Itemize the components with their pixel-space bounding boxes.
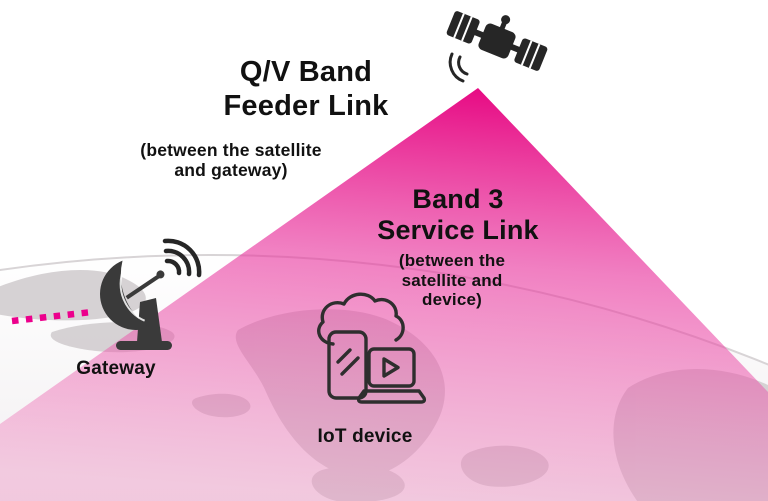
satellite-icon [446,11,548,83]
feeder-link-title: Q/V Band Feeder Link [224,56,389,123]
cloud-icon [317,292,405,346]
service-link-subtitle-line2: satellite and [401,270,503,290]
iot-device-label: IoT device [317,426,413,447]
laptop-screen-icon [367,347,416,388]
service-link-title-line1: Band 3 [412,184,504,214]
service-link-title-line2: Service Link [377,215,539,246]
feeder-link-subtitle-line2: and gateway) [174,160,288,181]
gateway-label: Gateway [76,358,156,379]
feeder-link-subtitle: (between the satellite and gateway) [140,140,321,181]
feeder-link-subtitle-line1: (between the satellite [140,140,322,160]
phone-icon [327,330,368,400]
feeder-link-title-line1: Q/V Band [239,56,373,88]
cloud-phone-laptop-icon [317,292,427,404]
satellite-dish-icon [100,238,202,350]
service-link-subtitle-line1: (between the [398,251,506,270]
phone-glare-lines [336,348,360,376]
signal-waves-icon [448,52,469,83]
feeder-link-title-line2: Feeder Link [223,89,389,122]
service-link-subtitle-line3: device) [422,290,482,310]
service-link-title: Band 3 Service Link [377,184,539,247]
wifi-arcs-icon [162,238,202,278]
coverage-beam [0,88,768,501]
laptop-base-icon [356,389,427,404]
play-icon [382,357,400,378]
service-link-subtitle: (between the satellite and device) [399,251,505,310]
